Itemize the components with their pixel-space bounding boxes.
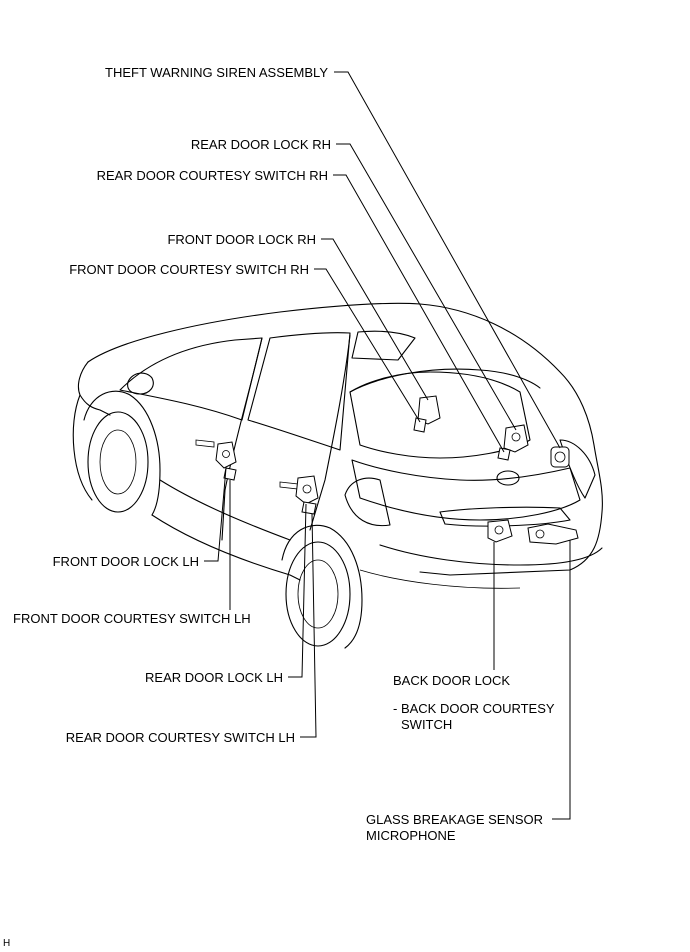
front-wheel-arch	[83, 390, 161, 516]
front-door-lock-lh-detail	[222, 450, 230, 458]
rear-door-lock-rh-part	[503, 424, 529, 453]
rear-spoiler	[349, 368, 541, 393]
rear-hatch-glass	[349, 371, 531, 459]
label-back-door-courtesy-line1: - BACK DOOR COURTESY	[393, 701, 555, 716]
label-front-door-courtesy-lh: FRONT DOOR COURTESY SWITCH LH	[13, 611, 251, 626]
leader-lines	[204, 71, 571, 820]
rear-wheel-hub	[297, 559, 339, 629]
label-glass-breakage-line1: GLASS BREAKAGE SENSOR	[366, 812, 543, 827]
car-hood	[77, 361, 111, 416]
car-roof-outline	[87, 302, 603, 576]
leader-rear-door-lock-rh	[336, 143, 517, 431]
front-door-lock-rh-part	[417, 395, 441, 425]
label-rear-door-courtesy-rh: REAR DOOR COURTESY SWITCH RH	[97, 168, 328, 183]
back-door-lock-detail	[494, 525, 504, 535]
rear-door-courtesy-rh-part	[497, 447, 511, 461]
front-window	[119, 337, 263, 421]
side-body-lower	[151, 514, 301, 581]
side-mirror	[127, 372, 154, 395]
components	[215, 395, 579, 545]
label-back-door-lock: BACK DOOR LOCK	[393, 673, 510, 688]
label-rear-door-lock-rh: REAR DOOR LOCK RH	[191, 137, 331, 152]
glass-breakage-sensor-part	[527, 523, 579, 545]
rear-door-handle	[279, 481, 299, 490]
theft-warning-siren-part	[550, 446, 570, 468]
glass-breakage-sensor-detail	[535, 529, 545, 539]
quarter-window	[351, 330, 416, 361]
rear-bumper-lower	[359, 569, 521, 589]
label-rear-door-lock-lh: REAR DOOR LOCK LH	[145, 670, 283, 685]
label-glass-breakage-line2: MICROPHONE	[366, 828, 456, 843]
rear-door-courtesy-lh-part	[301, 501, 317, 515]
front-door-lock-lh-part	[215, 441, 237, 469]
label-front-door-lock-rh: FRONT DOOR LOCK RH	[167, 232, 316, 247]
rear-bumper	[379, 544, 603, 566]
leader-theft-siren	[334, 71, 561, 449]
side-sill	[159, 479, 291, 541]
front-door-handle	[195, 439, 215, 448]
back-door-lock-part	[487, 519, 513, 543]
front-door-courtesy-rh-part	[413, 417, 427, 433]
car-front-bumper	[72, 394, 93, 501]
leader-front-door-lock-lh	[204, 467, 227, 562]
rear-door-lock-lh-part	[295, 475, 319, 505]
theft-siren-detail	[554, 451, 566, 463]
front-door-courtesy-lh-part	[223, 467, 237, 481]
front-door-line	[221, 337, 263, 541]
car-illustration	[72, 302, 603, 649]
figure-code: H	[3, 938, 10, 949]
label-theft-warning-siren: THEFT WARNING SIREN ASSEMBLY	[105, 65, 328, 80]
rear-wheel-arch	[281, 524, 363, 649]
rear-door-lock-rh-detail	[511, 432, 521, 442]
label-rear-door-courtesy-lh: REAR DOOR COURTESY SWITCH LH	[66, 730, 295, 745]
rear-door-line	[309, 334, 351, 531]
rear-hatch-panel	[351, 459, 581, 521]
leader-rear-door-courtesy-lh	[300, 513, 317, 738]
rear-door-lock-lh-detail	[302, 484, 312, 494]
leader-front-door-lock-rh	[321, 238, 429, 401]
label-front-door-lock-lh: FRONT DOOR LOCK LH	[53, 554, 199, 569]
rear-side-window	[247, 332, 351, 451]
rear-emblem	[496, 470, 520, 486]
license-plate-recess	[439, 506, 571, 527]
callout-labels: THEFT WARNING SIREN ASSEMBLY REAR DOOR L…	[3, 65, 555, 949]
front-wheel-hub	[99, 429, 137, 495]
leader-rear-door-courtesy-rh	[333, 174, 505, 453]
leader-front-door-courtesy-rh	[314, 268, 421, 423]
leader-glass-breakage	[552, 540, 571, 820]
tail-light-left	[344, 477, 391, 527]
front-wheel	[87, 411, 149, 513]
leader-rear-door-lock-lh	[288, 503, 307, 678]
rear-wheel	[285, 541, 351, 647]
label-front-door-courtesy-rh: FRONT DOOR COURTESY SWITCH RH	[69, 262, 309, 277]
label-back-door-courtesy-line2: SWITCH	[401, 717, 452, 732]
